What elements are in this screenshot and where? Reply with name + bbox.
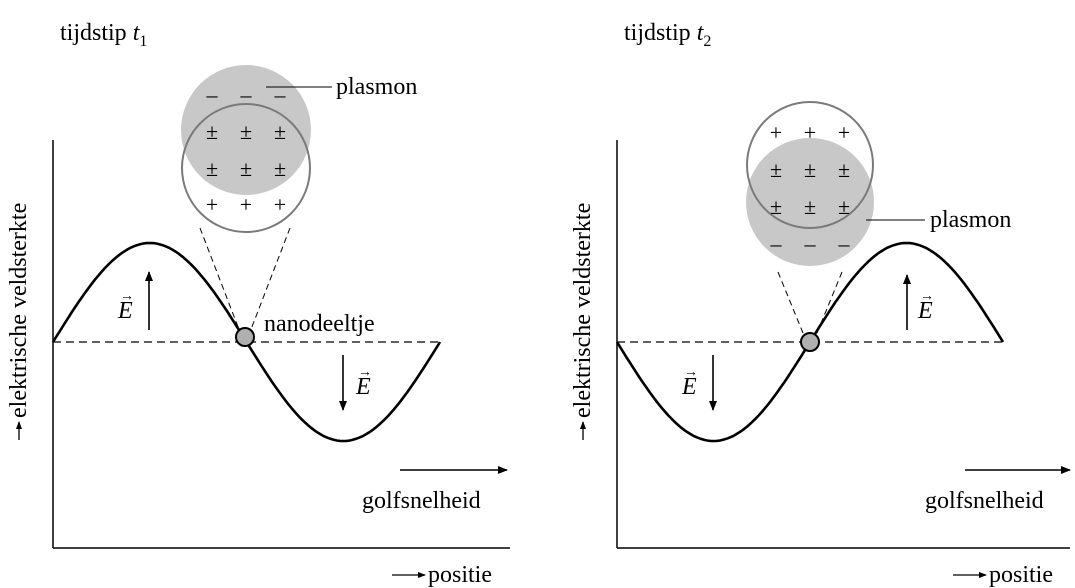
panel-2-plasmon-cloud	[746, 138, 874, 266]
panel-2-field-vec-up: →	[920, 289, 934, 304]
panel-1-plasmon-label: plasmon	[336, 74, 417, 100]
svg-text:±: ±	[240, 119, 252, 144]
svg-text:+: +	[206, 192, 218, 217]
svg-text:±: ±	[274, 156, 286, 181]
svg-text:+: +	[838, 120, 850, 145]
panel-2-charges: + + + ± ± ± ± ± ± – – –	[770, 120, 851, 256]
panel-2-field-vec-down: →	[684, 365, 698, 380]
panel-1-nanoparticle-label: nanodeeltje	[264, 311, 375, 337]
panel-1-velocity-label: golfsnelheid	[362, 488, 481, 514]
svg-text:+: +	[770, 120, 782, 145]
panel-1-field-vec-down: →	[358, 365, 372, 380]
svg-text:±: ±	[206, 119, 218, 144]
panel-2-nanoparticle	[800, 332, 820, 352]
panel-2-field-label-up: E	[917, 298, 933, 324]
panel-2-plasmon-label: plasmon	[930, 207, 1011, 233]
panel-1: tijdstip t1 elektrische veldsterkte posi…	[6, 20, 510, 588]
svg-text:–: –	[240, 82, 253, 107]
panel-1-field-vec-up: →	[120, 289, 134, 304]
panel-1-field-label-down: E	[355, 374, 371, 400]
svg-text:elektrische veldsterkte: elektrische veldsterkte	[6, 203, 32, 418]
svg-text:–: –	[206, 82, 219, 107]
svg-text:±: ±	[838, 194, 850, 219]
panel-2-velocity-label: golfsnelheid	[925, 488, 1044, 514]
panel-2-y-axis-label: elektrische veldsterkte	[570, 203, 596, 440]
panel-2-zoom-line-left	[777, 271, 804, 334]
panel-2-field-label-down: E	[681, 374, 697, 400]
panel-2-particle-outline	[746, 101, 874, 229]
panel-1-title: tijdstip t1	[60, 20, 147, 50]
svg-text:elektrische veldsterkte: elektrische veldsterkte	[570, 203, 596, 418]
panel-1-plasmon-cloud	[181, 65, 311, 195]
panel-1-zoom-line-left	[199, 227, 241, 333]
panel-2-title: tijdstip t2	[624, 20, 711, 50]
panel-1-nanoparticle	[235, 327, 255, 347]
panel-1-x-axis-label: positie	[392, 562, 492, 588]
svg-text:±: ±	[240, 156, 252, 181]
svg-text:positie: positie	[428, 562, 492, 588]
panel-1-particle-outline	[181, 103, 311, 233]
panel-1-charges: – – – ± ± ± ± ± ± + + +	[206, 82, 287, 217]
svg-text:±: ±	[838, 157, 850, 182]
svg-text:±: ±	[770, 157, 782, 182]
svg-text:–: –	[770, 231, 783, 256]
svg-text:±: ±	[804, 194, 816, 219]
svg-text:–: –	[274, 82, 287, 107]
panel-2-zoom-line-right	[816, 271, 843, 334]
svg-text:±: ±	[770, 194, 782, 219]
panel-1-y-axis-label: elektrische veldsterkte	[6, 203, 32, 440]
svg-text:±: ±	[804, 157, 816, 182]
svg-text:+: +	[274, 192, 286, 217]
svg-text:±: ±	[274, 119, 286, 144]
panel-2: tijdstip t2 elektrische veldsterkte posi…	[570, 20, 1071, 588]
svg-text:±: ±	[206, 156, 218, 181]
svg-text:+: +	[804, 120, 816, 145]
panel-1-field-label-up: E	[117, 298, 133, 324]
svg-text:–: –	[804, 231, 817, 256]
svg-text:–: –	[838, 231, 851, 256]
svg-text:positie: positie	[989, 562, 1053, 588]
svg-text:+: +	[240, 192, 252, 217]
panel-1-zoom-line-right	[249, 227, 291, 333]
panel-2-x-axis-label: positie	[953, 562, 1053, 588]
